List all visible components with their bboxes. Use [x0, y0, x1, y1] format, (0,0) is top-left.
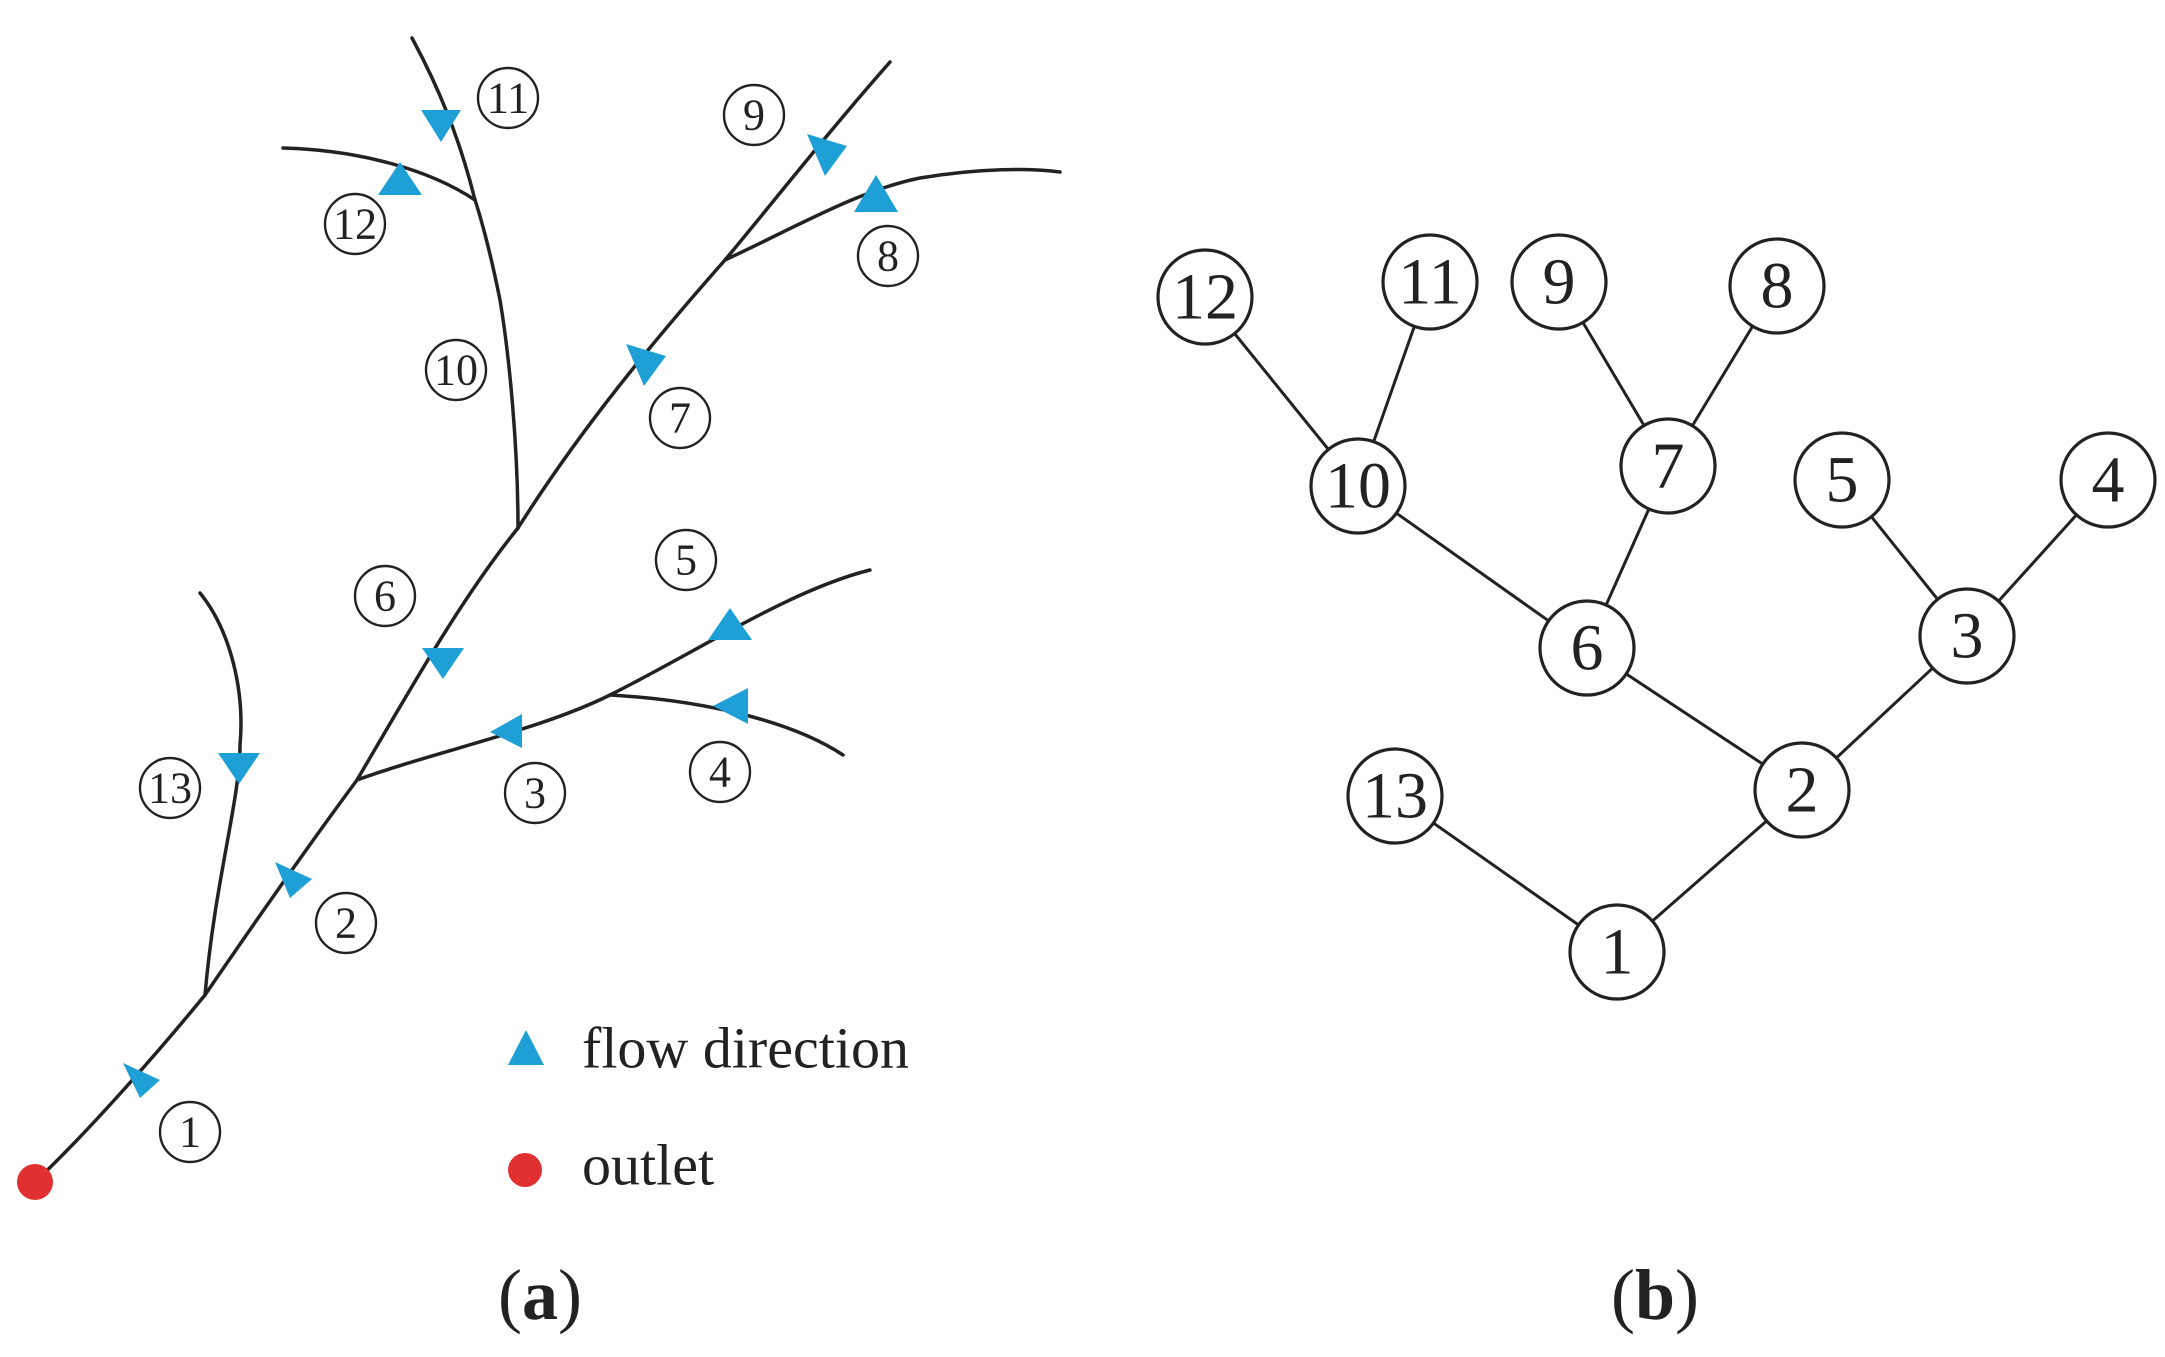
tree-node-label: 12: [1172, 261, 1238, 334]
tree-node-circle: [1510, 233, 1608, 331]
flow-arrow-icon: [490, 714, 522, 748]
segment-label: 10: [424, 338, 488, 402]
tree-node-circle: [1728, 237, 1826, 335]
segment-label: 6: [353, 564, 417, 628]
tree-node-10: 10: [1309, 437, 1407, 535]
flow-arrow-icon: [807, 134, 847, 176]
tree-node-label: 13: [1362, 760, 1428, 833]
segment-label: 7: [648, 386, 712, 450]
flow-arrow-icon: [626, 344, 666, 386]
flow-arrow-icon: [378, 162, 422, 195]
segment-label: 3: [503, 761, 567, 825]
tree-node-11: 11: [1381, 233, 1479, 331]
tree-node-label: 6: [1571, 612, 1604, 685]
river-branch-3: [355, 693, 612, 782]
segment-label: 8: [856, 224, 920, 288]
segment-label: 9: [722, 83, 786, 147]
flow-arrow-icon: [422, 648, 464, 679]
flow-arrow-icon: [708, 608, 752, 640]
segment-label: 5: [654, 528, 718, 592]
tree-node-label: 2: [1786, 754, 1819, 827]
panel-b-caption: (b): [1611, 1255, 1699, 1335]
tree-node-label: 5: [1826, 444, 1859, 517]
tree-node-label: 4: [2092, 444, 2125, 517]
tree-node-circle: [1568, 903, 1666, 1001]
segment-label: 12: [323, 192, 387, 256]
tree-node-9: 9: [1510, 233, 1608, 331]
svg-text:8: 8: [877, 232, 899, 281]
river-branch-13: [198, 591, 243, 997]
svg-text:1: 1: [179, 1108, 201, 1157]
tree-node-label: 10: [1325, 450, 1391, 523]
tree-node-circle: [1156, 248, 1254, 346]
tree-node-6: 6: [1538, 599, 1636, 697]
svg-text:6: 6: [374, 572, 396, 621]
tree-node-circle: [1346, 747, 1444, 845]
tree-node-circle: [1793, 431, 1891, 529]
tree-node-circle: [1918, 587, 2016, 685]
flow-arrow-icon: [123, 1063, 160, 1098]
tree-node-circle: [1538, 599, 1636, 697]
svg-text:11: 11: [487, 74, 529, 123]
svg-text:12: 12: [333, 200, 377, 249]
svg-text:4: 4: [709, 748, 731, 797]
flow-arrow-icon: [713, 688, 748, 724]
svg-text:3: 3: [524, 769, 546, 818]
tree-node-label: 9: [1543, 246, 1576, 319]
tree-node-label: 7: [1652, 430, 1685, 503]
river-branch-10: [473, 198, 520, 530]
legend-flow-arrow-icon: [508, 1030, 544, 1065]
tree-node-label: 1: [1601, 916, 1634, 989]
tree-node-13: 13: [1346, 747, 1444, 845]
flow-arrow-icon: [218, 753, 260, 784]
legend-outlet-label: outlet: [582, 1133, 714, 1198]
svg-text:7: 7: [669, 394, 691, 443]
segment-label: 11: [476, 66, 540, 130]
legend-outlet-icon: [508, 1153, 542, 1187]
river-branch-5: [608, 568, 872, 697]
river-main-stem: [33, 60, 892, 1184]
tree-node-circle: [1309, 437, 1407, 535]
tree-node-label: 11: [1398, 246, 1462, 319]
flow-arrow-icon: [421, 110, 461, 142]
panel-a-caption: (a): [498, 1255, 582, 1335]
tree-node-1: 1: [1568, 903, 1666, 1001]
segment-label: 4: [688, 740, 752, 804]
tree-node-circle: [1753, 741, 1851, 839]
segment-label: 2: [314, 891, 378, 955]
flow-arrow-icon: [854, 175, 898, 212]
tree-node-12: 12: [1156, 248, 1254, 346]
svg-text:10: 10: [434, 346, 478, 395]
river-branch-8: [723, 167, 1062, 262]
outlet-icon: [17, 1164, 53, 1200]
svg-text:5: 5: [675, 536, 697, 585]
tree-node-7: 7: [1619, 417, 1717, 515]
flow-arrow-icon: [275, 862, 312, 898]
svg-text:9: 9: [743, 91, 765, 140]
tree-node-label: 8: [1761, 250, 1794, 323]
svg-text:13: 13: [148, 764, 192, 813]
tree-node-8: 8: [1728, 237, 1826, 335]
tree-node-3: 3: [1918, 587, 2016, 685]
panel-a-river-network: 1 2 3 4 5 6 7 8 9 10 11 12 13 flow direc…: [17, 36, 1062, 1335]
tree-node-label: 3: [1951, 600, 1984, 673]
tree-node-5: 5: [1793, 431, 1891, 529]
segment-label: 13: [138, 756, 202, 820]
tree-node-2: 2: [1753, 741, 1851, 839]
tree-node-circle: [1381, 233, 1479, 331]
tree-node-circle: [1619, 417, 1717, 515]
river-branch-12: [281, 146, 477, 202]
legend-flow-direction-label: flow direction: [582, 1016, 909, 1081]
svg-text:2: 2: [335, 899, 357, 948]
legend: flow direction outlet: [508, 1016, 909, 1198]
segment-label: 1: [158, 1100, 222, 1164]
tree-node-circle: [2059, 431, 2157, 529]
tree-node-4: 4: [2059, 431, 2157, 529]
